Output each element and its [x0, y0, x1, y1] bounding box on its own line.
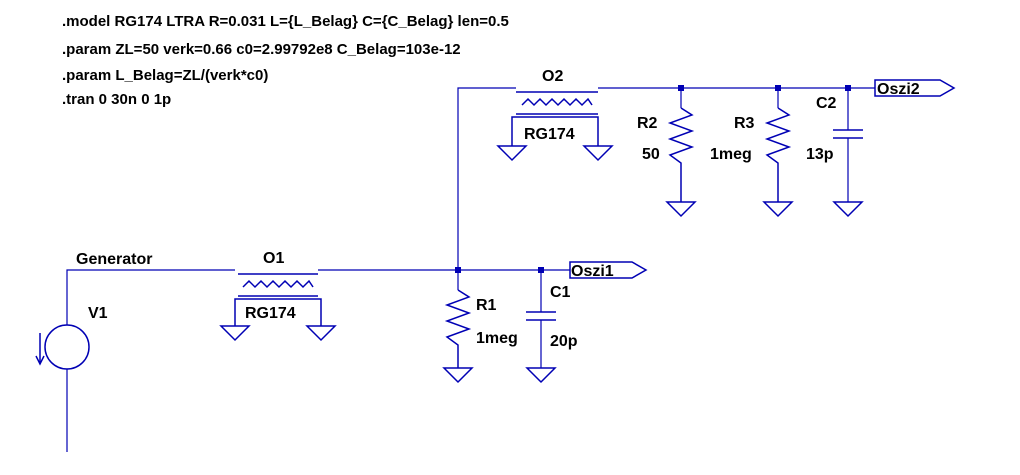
ground-icon [665, 201, 697, 218]
r2-name-label: R2 [637, 115, 658, 132]
shield-return-wire [511, 116, 599, 146]
ground-icon [496, 145, 528, 162]
resistor-r1[interactable] [442, 289, 474, 384]
transmission-line-o1[interactable] [219, 273, 337, 342]
directive-model: .model RG174 LTRA R=0.031 L={L_Belag} C=… [62, 13, 509, 30]
junction-dot [845, 85, 851, 91]
ltra-squiggle-icon [242, 279, 314, 289]
o2-model-label: RG174 [524, 126, 575, 143]
wires [66, 87, 875, 452]
wire-riser-o2 [457, 87, 516, 270]
shield-return-wire [234, 298, 322, 326]
voltage-source-v1[interactable] [35, 324, 90, 370]
c2-value-label: 13p [806, 146, 834, 163]
net-port-oszi2[interactable] [874, 79, 956, 97]
oszi2-net-label: Oszi2 [877, 81, 920, 98]
c2-name-label: C2 [816, 95, 837, 112]
junction-dot [775, 85, 781, 91]
junction-dot [455, 267, 461, 273]
directive-param-2: .param L_Belag=ZL/(verk*c0) [62, 67, 268, 84]
r3-value-label: 1meg [710, 146, 752, 163]
transmission-line-o2[interactable] [496, 91, 614, 162]
resistor-zigzag-icon [667, 107, 695, 202]
resistor-zigzag-icon [764, 107, 792, 202]
oszi1-net-label: Oszi1 [571, 263, 614, 280]
resistor-r2[interactable] [665, 107, 697, 218]
resistor-r3[interactable] [762, 107, 794, 218]
o2-name-label: O2 [542, 68, 563, 85]
capacitor-c1[interactable] [525, 311, 557, 384]
generator-net-label: Generator [76, 251, 152, 268]
current-arrow-head-icon [35, 355, 45, 366]
ground-icon [442, 367, 474, 384]
r1-name-label: R1 [476, 297, 497, 314]
junction-dot [678, 85, 684, 91]
wire-generator [66, 269, 235, 325]
ltra-squiggle-icon [521, 97, 593, 107]
resistor-zigzag-icon [444, 289, 472, 368]
capacitor-c2[interactable] [832, 129, 864, 218]
directive-param-1: .param ZL=50 verk=0.66 c0=2.99792e8 C_Be… [62, 41, 461, 58]
o1-name-label: O1 [263, 250, 284, 267]
r2-value-label: 50 [642, 146, 660, 163]
ground-icon [762, 201, 794, 218]
r3-name-label: R3 [734, 115, 755, 132]
c1-name-label: C1 [550, 284, 571, 301]
net-port-oszi1[interactable] [569, 261, 648, 279]
ground-icon [832, 201, 864, 218]
ground-icon [219, 325, 251, 342]
ground-icon [525, 367, 557, 384]
directive-tran: .tran 0 30n 0 1p [62, 91, 171, 108]
c1-value-label: 20p [550, 333, 578, 350]
v1-name-label: V1 [88, 305, 108, 322]
o1-model-label: RG174 [245, 305, 296, 322]
junction-dot [538, 267, 544, 273]
voltage-source-symbol [44, 324, 90, 370]
r1-value-label: 1meg [476, 330, 518, 347]
ground-icon [582, 145, 614, 162]
ground-icon [305, 325, 337, 342]
